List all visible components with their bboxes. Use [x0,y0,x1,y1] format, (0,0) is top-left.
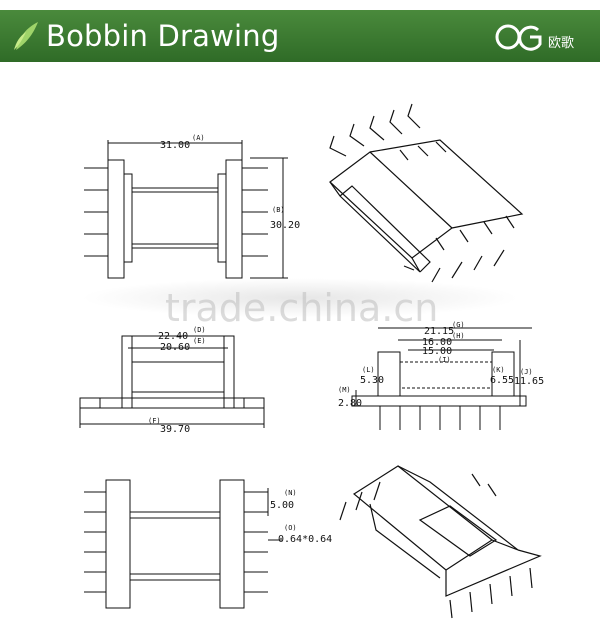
dim-h-value: 16.00 [422,337,452,348]
page-title: Bobbin Drawing [46,19,280,53]
dim-d-tag: (D) [193,326,206,334]
header-bar: Bobbin Drawing 欧歌 [0,10,600,62]
dim-e-value: 20.60 [160,342,190,353]
dimension-labels: 31.00 (A) (B) 30.20 22.40 (D) 20.60 (E) … [148,134,544,545]
dim-l-value: 5.30 [360,375,384,386]
dim-b-tag: (B) [272,206,285,214]
logo-text: 欧歌 [548,36,575,51]
dim-n-tag: (N) [284,489,297,497]
leaf-icon [14,22,38,50]
dim-o-tag: (O) [284,524,297,532]
top-view [84,140,288,279]
dim-m-tag: (M) [338,386,351,394]
dim-h-tag: (H) [452,332,465,340]
bottom-view [84,479,282,609]
dim-k-value: 6.55 [490,375,514,386]
dim-e-tag: (E) [193,337,206,345]
dim-o-value: 0.64*0.64 [278,534,332,545]
dim-n-value: 5.00 [270,500,294,511]
dim-m-value: 2.80 [338,398,362,409]
dim-f-tag: (F) [148,417,161,425]
iso-view-top [329,103,524,283]
dim-j-value: 11.65 [514,376,544,387]
bobbin-drawing: 31.00 (A) (B) 30.20 22.40 (D) 20.60 (E) … [79,103,544,619]
dim-a-value: 31.00 [160,140,190,151]
side-view [79,335,265,428]
dim-i-tag: (I) [438,356,451,364]
dim-d-value: 22.40 [158,331,188,342]
dim-a-tag: (A) [192,134,205,142]
dim-i-value: 15.00 [422,346,452,357]
dim-g-tag: (G) [452,321,465,329]
iso-view-bottom [339,465,542,619]
dim-f-value: 39.70 [160,424,190,435]
front-view [351,327,532,430]
dim-k-tag: (K) [492,366,505,374]
dim-l-tag: (L) [362,366,375,374]
og-logo-icon [495,24,542,51]
watermark-glow [80,278,520,318]
watermark-text: trade.china.cn [165,286,439,330]
dim-g-value: 21.15 [424,326,454,337]
dim-b-value: 30.20 [270,220,300,231]
dim-j-tag: (J) [520,368,533,376]
